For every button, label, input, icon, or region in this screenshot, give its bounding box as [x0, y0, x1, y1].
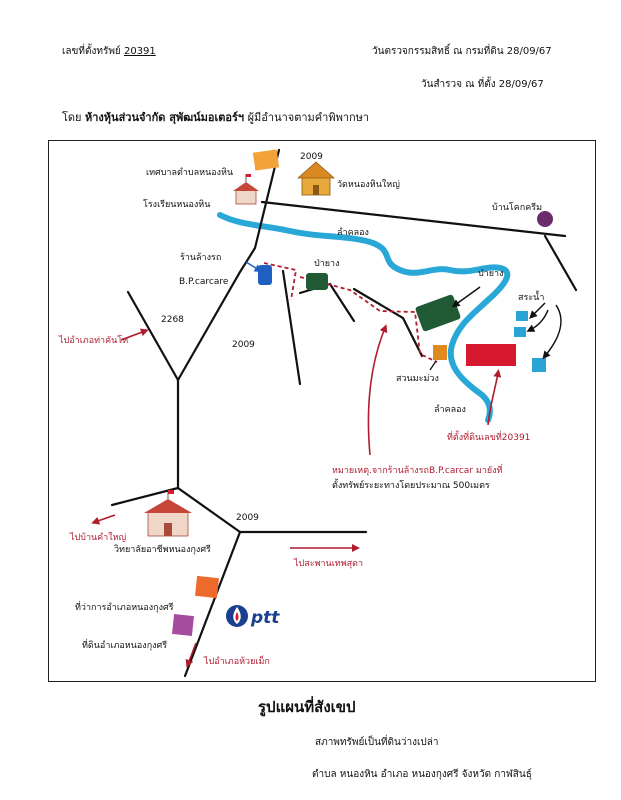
map-title: รูปแผนที่สังเขป [258, 698, 356, 716]
road-ban-kham-yai [110, 486, 180, 507]
land-office-icon [172, 614, 194, 636]
mango-arrow [429, 360, 437, 371]
road-huai-mek [183, 530, 242, 678]
plot-label: ที่ตั้งที่ดินเลขที่20391 [447, 430, 530, 443]
municipality-label: เทศบาลตำบลหนองหิน [146, 167, 233, 178]
property-condition: สภาพทรัพย์เป็นที่ดินว่างเปล่า [315, 737, 439, 748]
college-icon [144, 490, 192, 537]
owner-prefix: โดย [62, 111, 82, 124]
note-line-1: หมายเหตุ.จากร้านล้างรถB.P.carcar มายังที… [332, 463, 503, 476]
road-south [176, 378, 242, 534]
forest-right-arrow [451, 286, 481, 308]
note-arrow [367, 324, 388, 456]
to-ban-kham-yai-label: ไปบ้านคำใหญ่ [69, 532, 127, 543]
ponds-label: สระน้ำ [518, 290, 544, 303]
municipality-icon [252, 149, 280, 171]
pond-arrow-1 [529, 302, 546, 319]
mango-orchard [433, 345, 447, 360]
property-location: ตำบล หนองหิน อำเภอ หนองกุงศรี จังหวัด กา… [312, 769, 532, 780]
to-tha-khantho-label: ไปอำเภอท่าคันโท [58, 335, 128, 346]
roads [110, 148, 578, 678]
ptt-text: ptt [250, 608, 280, 628]
to-saphan-thepsuda-label: ไปสะพานเทพสุดา [293, 558, 363, 569]
road-ban-khok-khrim [543, 234, 578, 292]
note-line-2: ตั้งทรัพย์ระยะทางโดยประมาณ 500เมตร [332, 478, 490, 491]
plot-arrow [487, 369, 502, 426]
carwash-name-label: B.P.carcare [179, 277, 229, 287]
district-office-icon [195, 575, 219, 599]
school-label: โรงเรียนหนองหิน [143, 199, 210, 210]
road-village-top [260, 200, 567, 238]
road-forest-1 [281, 269, 302, 386]
owner-line: โดย ห้างหุ้นส่วนจำกัด สุพัฒน์มอเตอร์ฯ ผู… [62, 112, 369, 123]
map-labels: 2009 เทศบาลตำบลหนองหิน วัดหนองหินใหญ่ โร… [58, 152, 544, 667]
route-dashed [263, 262, 438, 363]
road-2009-low-label: 2009 [236, 513, 259, 523]
check-date: วันตรวจกรรมสิทธิ์ ณ กรมที่ดิน 28/09/67 [372, 46, 552, 57]
huai-mek-arrow [185, 642, 197, 668]
forest-left-label: ป่ายาง [314, 259, 340, 269]
ban-khok-khrim-label: บ้านโคกครีม [492, 202, 542, 213]
deed-number: 20391 [123, 46, 156, 57]
district-office-label: ที่ว่าการอำเภอหนองกุงศรี [75, 600, 174, 613]
carwash-arrow [245, 261, 263, 273]
pond-1 [516, 311, 528, 321]
mango-label: สวนมะม่วง [396, 374, 439, 384]
survey-date: วันสำรวจ ณ ที่ตั้ง 28/09/67 [421, 79, 544, 90]
plot-20391 [466, 344, 516, 366]
pond-3 [532, 358, 546, 372]
pond-2 [514, 327, 526, 337]
pond-arrow-3 [542, 304, 562, 360]
deed-label: เลขที่ตั้งทรัพย์ [62, 46, 121, 57]
ban-khok-khrim-icon [537, 211, 553, 227]
road-forest-3 [352, 287, 424, 358]
arrows [91, 261, 562, 668]
deed-number-line: เลขที่ตั้งทรัพย์ 20391 [62, 47, 156, 57]
owner-company: ห้างหุ้นส่วนจำกัด สุพัฒน์มอเตอร์ฯ [85, 111, 245, 124]
college-label: วิทยาลัยอาชีพหนองกุงศรี [114, 544, 211, 555]
school-icon [233, 174, 259, 205]
land-office-label: ที่ดินอำเภอหนองกุงศรี [82, 638, 167, 651]
road-2268-label: 2268 [161, 315, 184, 325]
carwash-label: ร้านล้างรถ [180, 252, 221, 263]
road-2009-top-label: 2009 [300, 152, 323, 162]
road-2268 [126, 290, 180, 382]
carwash-icon [258, 265, 272, 285]
pond-arrow-2 [526, 309, 549, 332]
canal-bottom-label: ลำคลอง [434, 404, 466, 415]
forest-left [306, 273, 328, 290]
road-2009-mid-label: 2009 [232, 340, 255, 350]
temple-icon [296, 161, 336, 196]
to-huai-mek-label: ไปอำเภอห้วยเม็ก [203, 654, 270, 667]
temple-label: วัดหนองหินใหญ่ [337, 179, 400, 190]
forest-right-label: ป่ายาง [478, 269, 504, 279]
owner-suffix: ผู้มีอำนาจตามคำพิพากษา [247, 111, 370, 124]
map-frame [48, 140, 596, 682]
road-2009-main [176, 148, 281, 382]
forest-right [415, 294, 461, 332]
ban-kham-yai-arrow [91, 514, 116, 525]
river [217, 212, 511, 423]
canal-top-label: ลำคลอง [337, 227, 369, 238]
ptt-logo: ptt [226, 605, 280, 628]
tha-khantho-arrow [120, 328, 149, 341]
